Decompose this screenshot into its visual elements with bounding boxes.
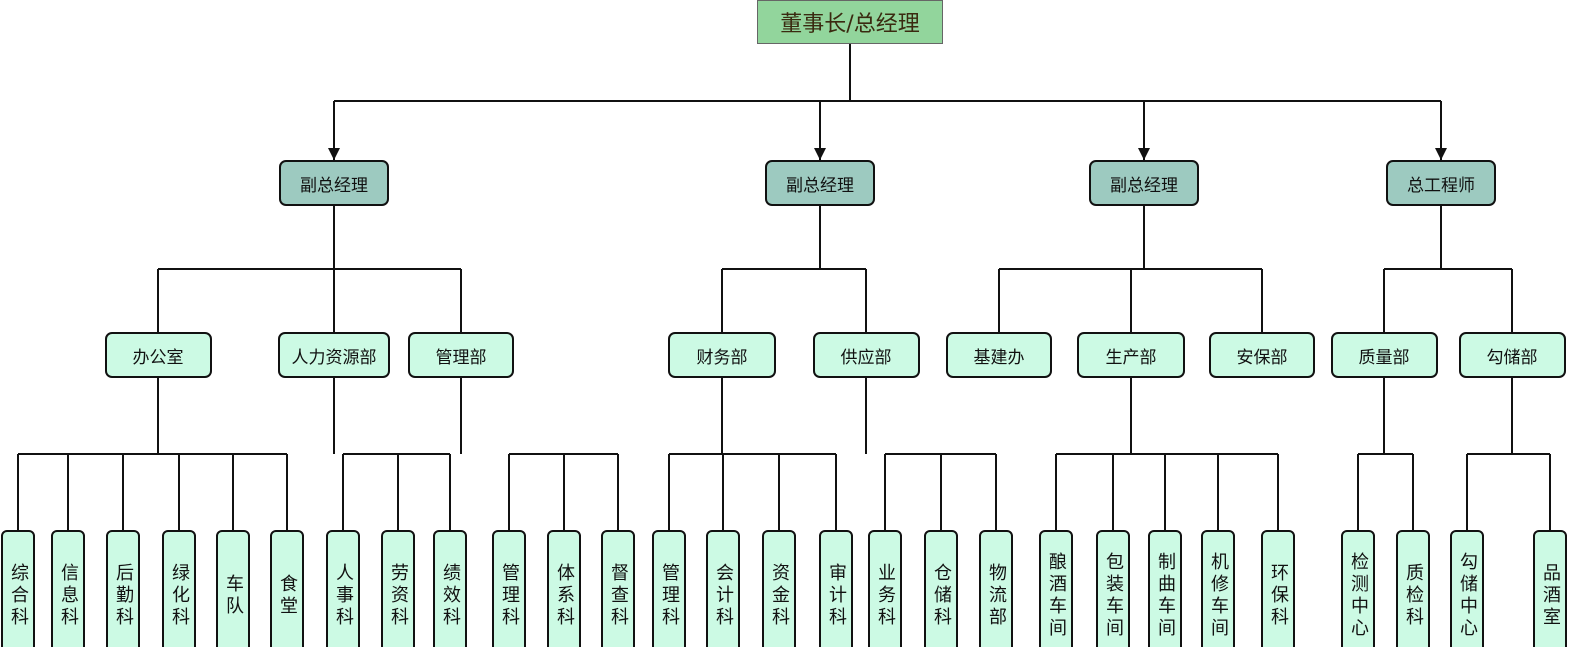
department-node: 生产部 bbox=[1077, 332, 1185, 378]
unit-node: 机修车间 bbox=[1201, 530, 1235, 647]
unit-node: 食堂 bbox=[270, 530, 304, 647]
unit-node: 车队 bbox=[216, 530, 250, 647]
unit-node: 审计科 bbox=[819, 530, 853, 647]
department-node: 安保部 bbox=[1209, 332, 1315, 378]
unit-node: 管理科 bbox=[492, 530, 526, 647]
unit-node: 环保科 bbox=[1261, 530, 1295, 647]
unit-node: 绿化科 bbox=[162, 530, 196, 647]
branch-node-3: 总工程师 bbox=[1386, 160, 1496, 206]
unit-node: 后勤科 bbox=[106, 530, 140, 647]
branch-node-1: 副总经理 bbox=[765, 160, 875, 206]
arrowhead-icon bbox=[1435, 148, 1447, 160]
unit-node: 劳资科 bbox=[381, 530, 415, 647]
unit-node: 制曲车间 bbox=[1148, 530, 1182, 647]
department-node: 质量部 bbox=[1330, 332, 1438, 378]
branch-node-2: 副总经理 bbox=[1089, 160, 1199, 206]
unit-node: 体系科 bbox=[547, 530, 581, 647]
unit-node: 会计科 bbox=[706, 530, 740, 647]
unit-node: 包装车间 bbox=[1096, 530, 1130, 647]
unit-node: 信息科 bbox=[51, 530, 85, 647]
department-node: 勾储部 bbox=[1458, 332, 1566, 378]
department-node: 财务部 bbox=[668, 332, 776, 378]
unit-node: 检测中心 bbox=[1341, 530, 1375, 647]
department-node: 基建办 bbox=[946, 332, 1052, 378]
branch-node-0: 副总经理 bbox=[279, 160, 389, 206]
arrowhead-icon bbox=[814, 148, 826, 160]
unit-node: 业务科 bbox=[868, 530, 902, 647]
unit-node: 酿酒车间 bbox=[1039, 530, 1073, 647]
unit-node: 质检科 bbox=[1396, 530, 1430, 647]
department-node: 管理部 bbox=[408, 332, 514, 378]
root-node: 董事长/总经理 bbox=[757, 0, 943, 44]
arrowhead-icon bbox=[328, 148, 340, 160]
unit-node: 仓储科 bbox=[924, 530, 958, 647]
unit-node: 督查科 bbox=[601, 530, 635, 647]
department-node: 办公室 bbox=[104, 332, 212, 378]
department-node: 人力资源部 bbox=[278, 332, 390, 378]
arrowhead-icon bbox=[1138, 148, 1150, 160]
unit-node: 物流部 bbox=[979, 530, 1013, 647]
unit-node: 勾储中心 bbox=[1450, 530, 1484, 647]
unit-node: 品酒室 bbox=[1533, 530, 1567, 647]
department-node: 供应部 bbox=[812, 332, 920, 378]
unit-node: 绩效科 bbox=[433, 530, 467, 647]
unit-node: 资金科 bbox=[762, 530, 796, 647]
unit-node: 人事科 bbox=[326, 530, 360, 647]
unit-node: 综合科 bbox=[1, 530, 35, 647]
unit-node: 管理科 bbox=[652, 530, 686, 647]
